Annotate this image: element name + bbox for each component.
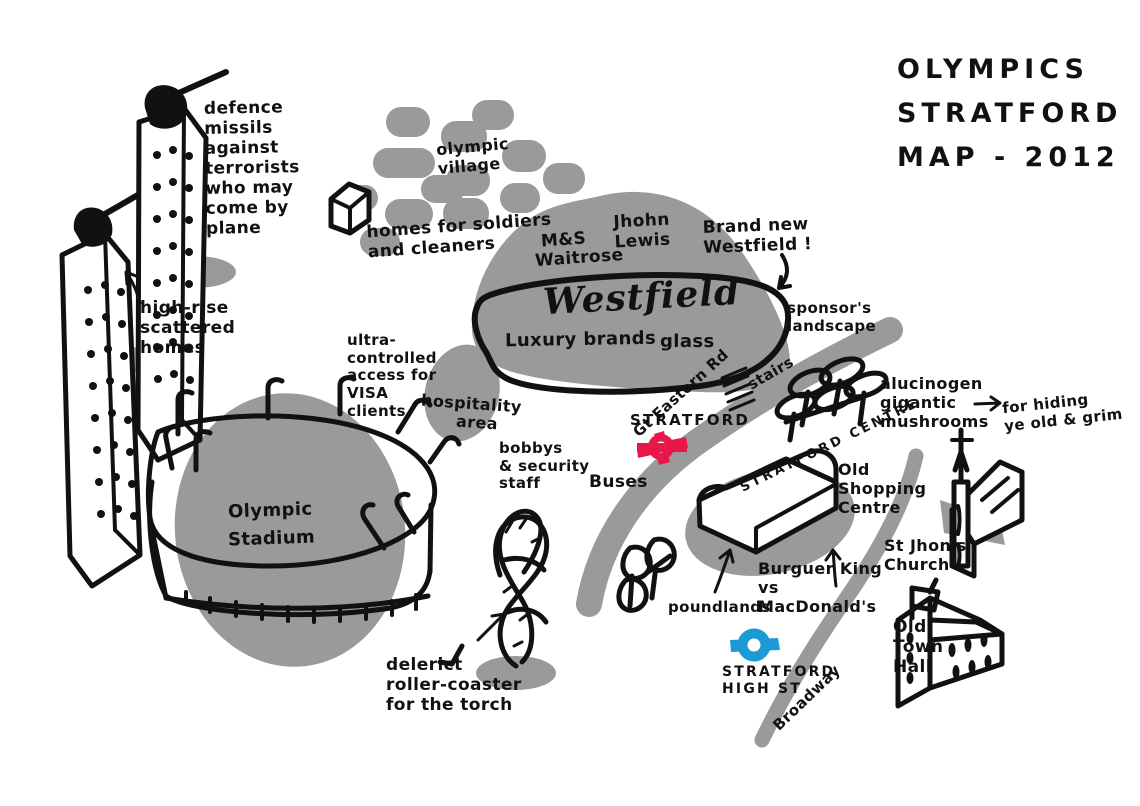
title-line-1: OLYMPICS — [897, 54, 1089, 85]
stairs-hatching — [720, 366, 756, 412]
label-olympic-stadium-line1: Olympic — [227, 498, 313, 523]
tube-roundel-icon-stratford-high-st[interactable] — [730, 628, 780, 662]
annotation-hospitality-area-line2: area — [455, 411, 499, 434]
arrow-icon-high-rise — [124, 270, 142, 305]
annotation-buses: Buses — [589, 472, 648, 492]
title-line-3: MAP - 2012 — [897, 142, 1120, 173]
tube-roundel-icon-stratford[interactable] — [637, 431, 688, 465]
arrow-icon-for-hiding — [973, 395, 1002, 412]
olympic-stadium-icon — [145, 375, 462, 624]
westfield-outline — [471, 272, 792, 395]
missile-tower-icon-left — [59, 189, 146, 589]
label-st-johns-church: St Jhon's Church — [884, 536, 967, 574]
annotation-derelict-rollercoaster: delerict roller-coaster for the torch — [386, 655, 522, 716]
cube-icon — [328, 181, 372, 236]
label-old-town-hall: Old Town Hall — [893, 617, 944, 678]
arrow-icon-westfield — [777, 253, 792, 290]
annotation-sponsors-landscape: sponsor's landscape — [787, 299, 877, 335]
church-icon — [949, 427, 1025, 579]
westfield-blob — [471, 191, 790, 393]
annotation-hallucinogen-mushrooms: alucinogen gigantic mushrooms — [880, 374, 989, 431]
hospitality-blob — [424, 344, 500, 442]
annotation-olympic-village: olympic village — [435, 133, 510, 178]
label-john-lewis: Jhohn Lewis — [612, 209, 672, 253]
town-hall-icon — [895, 577, 1005, 709]
label-luxury-brands: Luxury brands — [504, 327, 657, 352]
gt-eastern-rd-grey — [576, 317, 903, 617]
label-stratford-high-st: STRATFORD HIGH ST — [722, 664, 836, 697]
arrow-icon-rollercoaster — [476, 612, 506, 642]
poundlands-icon — [616, 536, 677, 613]
annotation-old-shopping-centre: Old Shopping Centre — [838, 460, 927, 517]
arrow-icon-old-shopping — [824, 548, 842, 588]
rollercoaster-icon — [437, 508, 550, 669]
label-glass: glass — [660, 331, 715, 352]
annotation-bobbys-security: bobbys & security staff — [499, 439, 590, 493]
annotation-defence-missiles: defence missils against terrorists who m… — [203, 97, 300, 240]
label-stratford-station: STRATFORD — [630, 411, 751, 429]
stratford-centre-icon — [696, 448, 839, 555]
label-poundlands: poundlands — [668, 598, 771, 616]
title-line-2: STRATFORD — [897, 98, 1123, 129]
missile-tower-icon-right — [135, 69, 229, 463]
broadway-grey — [754, 448, 924, 748]
rollercoaster-shadow — [476, 656, 556, 690]
annotation-brand-new-westfield: Brand new Westfield ! — [702, 214, 813, 258]
annotation-burger-king-vs-macdonalds: Burguer King vs MacDonald's — [758, 559, 883, 616]
label-olympic-stadium-line2: Stadium — [227, 526, 316, 551]
mushroom-icon-group — [774, 356, 889, 443]
arrow-icon-stratford-centre — [713, 548, 735, 594]
annotation-ultra-controlled-access: ultra- controlled access for VISA client… — [347, 331, 437, 420]
annotation-high-rise-homes: high-rise scattered homes — [140, 298, 236, 359]
stadium-blob — [174, 393, 406, 667]
